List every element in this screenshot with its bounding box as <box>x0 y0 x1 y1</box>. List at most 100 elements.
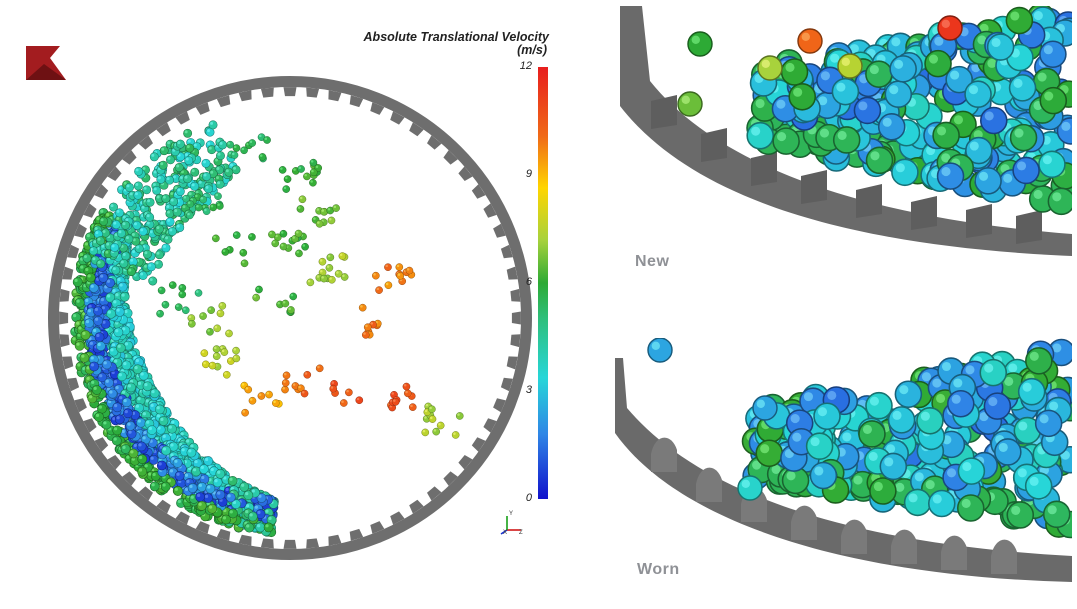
particle-highlight <box>100 209 104 213</box>
particle <box>163 234 173 244</box>
particle-highlight <box>115 293 119 297</box>
particle <box>1039 86 1068 115</box>
particle-highlight <box>85 316 89 320</box>
particle-highlight <box>190 198 193 201</box>
lifter-bar <box>195 102 210 115</box>
particle-highlight <box>326 265 330 268</box>
particle-highlight <box>438 422 441 426</box>
particle <box>252 293 260 302</box>
particle-highlight <box>76 299 80 303</box>
particle-highlight <box>80 265 84 269</box>
axis-z-label: Z <box>519 530 523 536</box>
particle <box>187 483 198 493</box>
particle-highlight <box>156 251 160 255</box>
particle-highlight <box>191 183 195 187</box>
particle <box>156 174 166 184</box>
particle-highlight <box>327 207 331 211</box>
particle-highlight <box>191 169 195 173</box>
particle-highlight <box>89 395 93 399</box>
lifter-bar <box>138 486 153 501</box>
particle <box>889 55 917 83</box>
particle-highlight <box>229 510 233 514</box>
particle-highlight <box>424 409 428 413</box>
particle-highlight <box>189 321 192 324</box>
particle-highlight <box>81 354 85 358</box>
lifter-bar <box>409 122 424 137</box>
particle-highlight <box>148 472 152 476</box>
particle-highlight <box>321 276 324 279</box>
particle-highlight <box>127 422 131 426</box>
particle-highlight <box>245 492 249 496</box>
particle-highlight <box>172 175 176 179</box>
particle <box>161 243 171 253</box>
particle-highlight <box>188 449 192 453</box>
particle-highlight <box>176 164 180 168</box>
particle <box>294 229 303 238</box>
particle-highlight <box>152 472 156 477</box>
particle <box>126 382 136 393</box>
particle-highlight <box>202 205 206 208</box>
particle <box>156 460 167 471</box>
particle-highlight <box>149 230 153 234</box>
particle-highlight <box>137 381 142 386</box>
particle <box>154 224 164 234</box>
particle <box>327 216 336 225</box>
particle <box>372 271 380 280</box>
particle-highlight <box>208 505 213 509</box>
particle-highlight <box>785 62 795 72</box>
particle <box>116 228 126 238</box>
particle-highlight <box>114 404 118 408</box>
particle <box>218 140 228 150</box>
particle-highlight <box>131 233 135 236</box>
particle-highlight <box>176 472 180 476</box>
particle-highlight <box>187 201 191 205</box>
particle <box>178 284 187 292</box>
particle-highlight <box>74 278 78 282</box>
particle-highlight <box>134 222 137 226</box>
particle-highlight <box>118 230 122 234</box>
particle-highlight <box>249 398 253 401</box>
particle-highlight <box>110 204 114 208</box>
particle-highlight <box>298 166 302 169</box>
particle <box>132 364 143 375</box>
particle-highlight <box>422 429 426 433</box>
particle <box>199 312 207 320</box>
particle-highlight <box>86 366 90 370</box>
lifter-bar <box>500 377 513 392</box>
particle <box>746 121 774 150</box>
particle-highlight <box>76 321 80 325</box>
particle-highlight <box>107 310 112 314</box>
particle <box>95 236 105 246</box>
particle-highlight <box>266 392 270 395</box>
particle-highlight <box>1052 192 1062 202</box>
particle-highlight <box>111 343 116 347</box>
particle-highlight <box>109 390 113 394</box>
lifter-bar <box>107 166 122 181</box>
particle-highlight <box>968 85 979 95</box>
particle <box>169 197 179 207</box>
particle-highlight <box>170 282 173 286</box>
particle-highlight <box>73 314 77 318</box>
particle-highlight <box>166 177 170 181</box>
particle-highlight <box>82 312 86 316</box>
particle-highlight <box>228 358 231 362</box>
particle-highlight <box>453 432 456 435</box>
particle-highlight <box>296 250 299 254</box>
particle-highlight <box>171 457 175 461</box>
particle <box>687 31 713 57</box>
particle <box>297 165 305 173</box>
particle-highlight <box>258 393 262 396</box>
particle-highlight <box>941 167 951 177</box>
particle <box>174 162 184 172</box>
particle-highlight <box>184 130 188 134</box>
particle <box>334 269 343 278</box>
particle-highlight <box>284 372 287 376</box>
axes-triad-icon: Y X Z <box>500 511 523 536</box>
particle-highlight <box>292 236 296 239</box>
particle <box>111 265 121 275</box>
particle-highlight <box>87 309 92 313</box>
particle-highlight <box>168 425 172 429</box>
colorbar-tick-6: 6 <box>525 276 532 288</box>
lifter-bar <box>94 184 109 199</box>
particle <box>160 481 171 492</box>
